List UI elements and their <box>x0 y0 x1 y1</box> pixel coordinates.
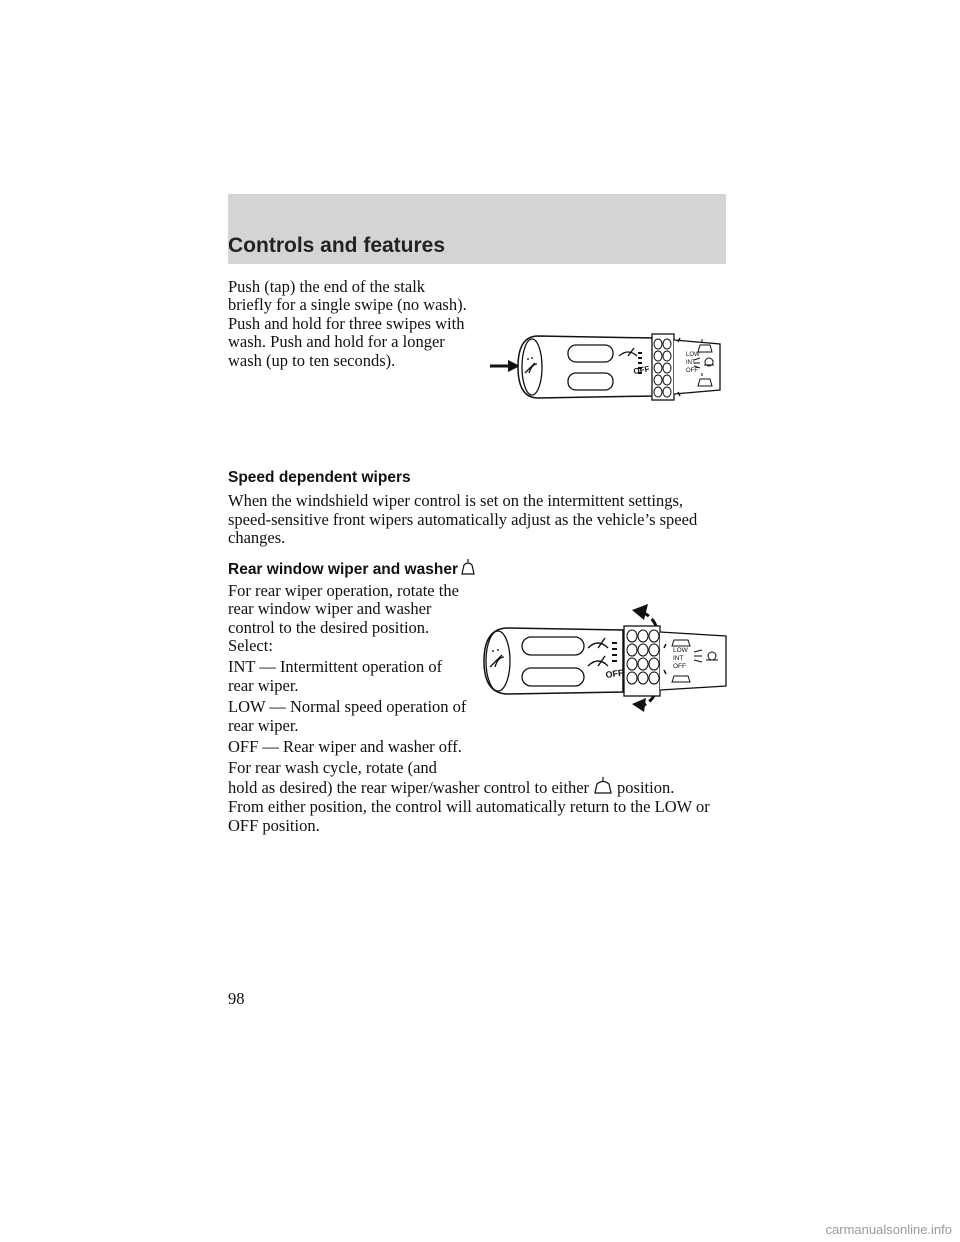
rear-washer-icon <box>461 559 475 575</box>
stalk-end-cap <box>521 338 543 396</box>
off-label: OFF <box>686 368 698 374</box>
int-label: INT <box>686 360 696 366</box>
stalk-body <box>517 335 654 399</box>
stalk-end-cap <box>485 630 511 692</box>
wash-text-b: position. <box>617 778 675 797</box>
grip-groove-upper <box>521 636 585 656</box>
intro-line: Push and hold for three swipes with <box>228 314 465 333</box>
int-label: INT <box>673 655 684 662</box>
rear-intro-line: control to the desired position. <box>228 618 430 637</box>
wiper-stalk-figure-rotate: OFF LOW INT OFF <box>483 604 727 712</box>
intro-line: Push (tap) the end of the stalk <box>228 277 426 296</box>
ring-knurling <box>626 629 660 685</box>
front-wiper-icon <box>618 347 638 357</box>
int-line: INT — Intermittent operation of <box>228 657 443 676</box>
speed-wipers-line: When the windshield wiper control is set… <box>228 491 684 510</box>
rear-washer-icon <box>594 777 612 794</box>
low-line: rear wiper. <box>228 716 299 735</box>
off-label-large: OFF <box>633 364 650 376</box>
off-label: OFF <box>673 663 686 670</box>
push-arrow-head <box>508 360 520 372</box>
wash-text-a: hold as desired) the rear wiper/washer c… <box>228 778 590 797</box>
watermark: carmanualsonline.info <box>825 1222 952 1237</box>
speed-ticks <box>612 642 617 662</box>
grip-groove-lower <box>521 667 585 687</box>
wash-line: hold as desired) the rear wiper/washer c… <box>228 777 674 798</box>
int-line: rear wiper. <box>228 676 299 695</box>
rear-wiper-heading: Rear window wiper and washer <box>228 558 476 579</box>
speed-wipers-heading: Speed dependent wipers <box>228 469 411 486</box>
grip-groove-upper <box>567 344 614 363</box>
low-line: LOW — Normal speed operation of <box>228 697 467 716</box>
section-title: Controls and features <box>228 234 446 257</box>
rear-wiper-icon <box>693 357 714 369</box>
wiper-stalk-figure-push: OFF LOW INT OFF <box>490 333 721 401</box>
ring-knurling <box>653 338 672 398</box>
speed-wipers-line: changes. <box>228 528 286 547</box>
stalk-shaft <box>659 631 727 691</box>
rear-wiper-heading-text: Rear window wiper and washer <box>228 561 458 578</box>
low-label: LOW <box>673 647 689 654</box>
intro-line: wash (up to ten seconds). <box>228 351 396 370</box>
rotary-ring <box>623 625 661 697</box>
return-line: From either position, the control will a… <box>228 797 710 816</box>
rear-intro-line: rear window wiper and washer <box>228 599 432 618</box>
washer-end-icon <box>489 649 505 668</box>
rear-washer-icon <box>671 639 691 683</box>
low-label: LOW <box>686 352 700 358</box>
intro-line: briefly for a single swipe (no wash). <box>228 295 467 314</box>
speed-ticks <box>638 352 642 374</box>
header-band <box>228 194 726 264</box>
off-option: OFF — Rear wiper and washer off. <box>228 737 462 756</box>
front-wiper-icon <box>587 637 609 667</box>
intro-line: wash. Push and hold for a longer <box>228 332 445 351</box>
rear-intro-line: For rear wiper operation, rotate the <box>228 581 459 600</box>
washer-end-icon <box>524 357 538 374</box>
return-line: OFF position. <box>228 816 320 835</box>
grip-groove-lower <box>567 372 614 391</box>
wash-line: For rear wash cycle, rotate (and <box>228 758 437 777</box>
off-label-large: OFF <box>605 668 625 680</box>
speed-wipers-line: speed-sensitive front wipers automatical… <box>228 510 698 529</box>
rear-intro-line: Select: <box>228 636 273 655</box>
rear-washer-icon <box>697 339 713 387</box>
page-number: 98 <box>228 989 245 1008</box>
rear-wiper-icon <box>693 649 718 663</box>
